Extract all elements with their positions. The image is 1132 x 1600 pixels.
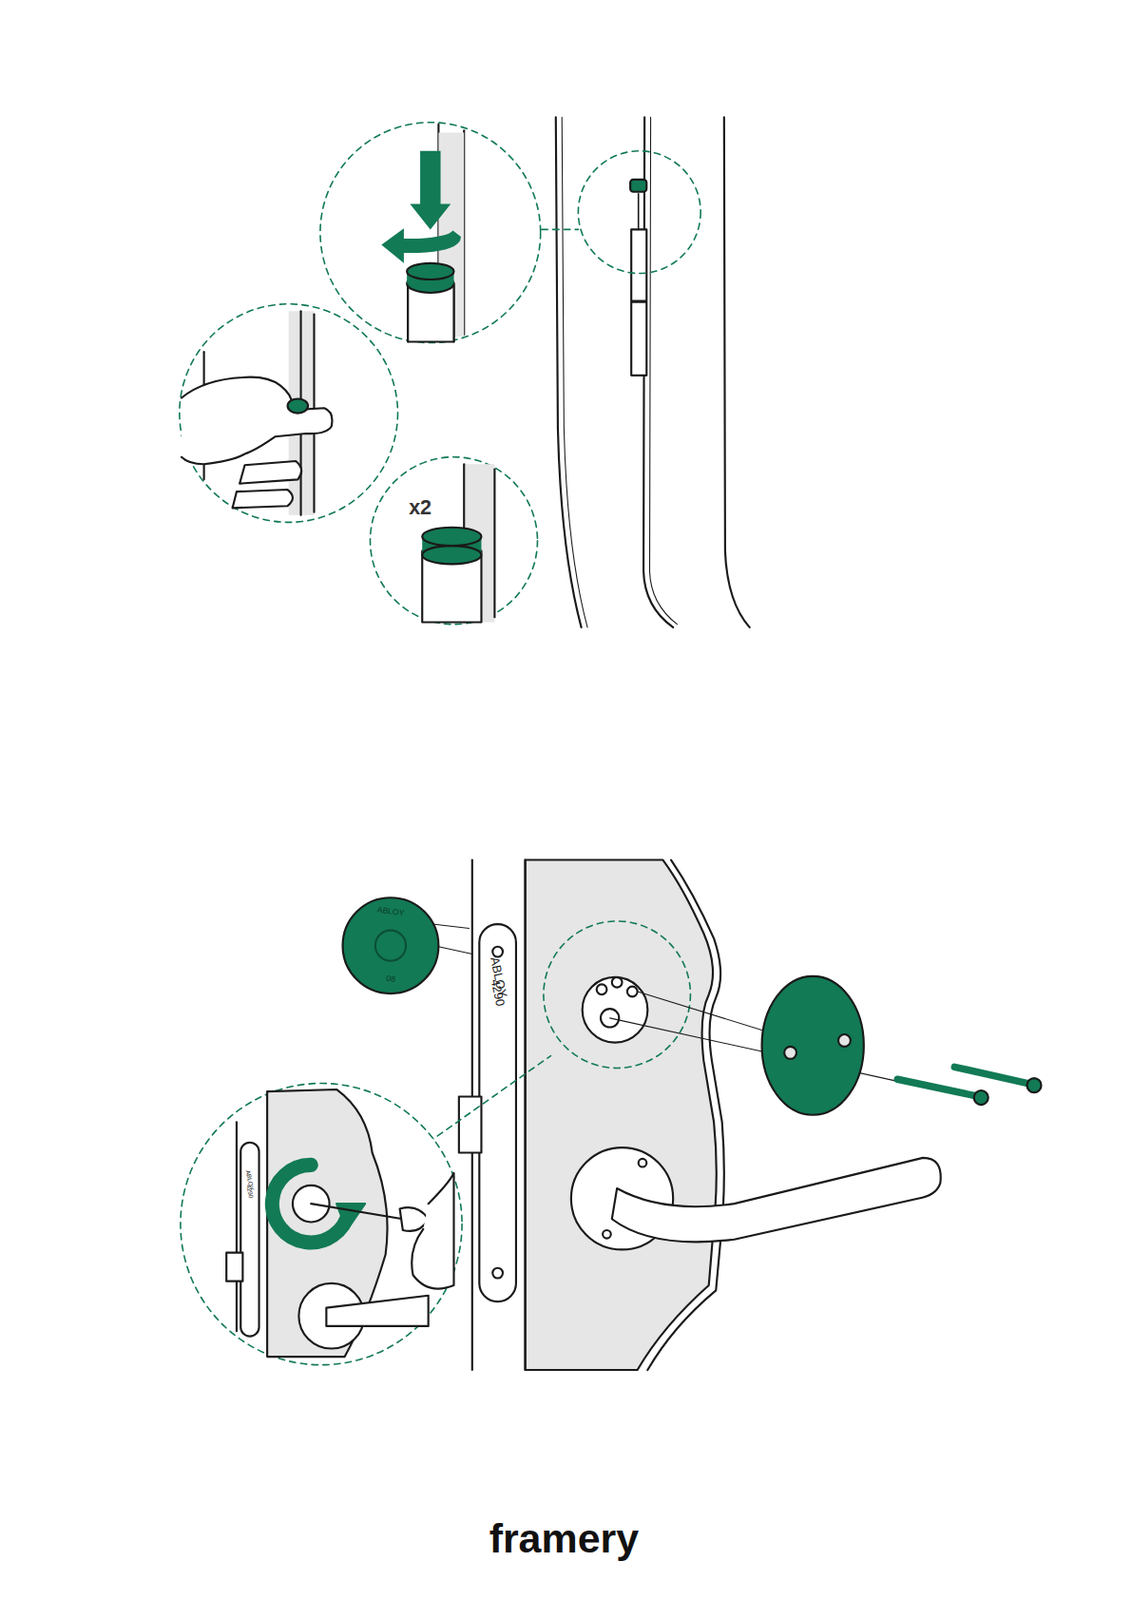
hinge [630, 179, 647, 376]
hand [181, 310, 332, 516]
hinge-cap [406, 263, 454, 280]
screw [897, 1078, 979, 1096]
hinge-cap [422, 545, 481, 564]
part-number: 08 [385, 974, 397, 984]
cover-disc [762, 976, 864, 1115]
cylinder-rosette [582, 977, 649, 1043]
disc-hole [784, 1046, 797, 1059]
hole [596, 983, 608, 995]
screw-head [492, 946, 503, 958]
hinge-knuckle [631, 302, 647, 376]
push-arrow [409, 151, 451, 231]
panel-edge [561, 116, 588, 627]
panel-edge [724, 116, 750, 627]
detail-circle [320, 122, 541, 344]
guide-line [438, 946, 471, 955]
handle-lever [326, 1295, 428, 1326]
screw [954, 1066, 1033, 1084]
disc-hole [375, 930, 406, 961]
hinge-cap [422, 527, 481, 546]
door-handle [571, 1147, 941, 1249]
detail-circle [180, 1083, 462, 1365]
hinge-knuckle [631, 229, 647, 301]
detail-circle [179, 304, 399, 523]
handle-lever [612, 1157, 941, 1243]
quantity-label: x2 [408, 497, 432, 518]
finger [239, 460, 302, 484]
finger [232, 489, 293, 508]
turn-arrow [381, 228, 461, 263]
latch-bolt [226, 1252, 243, 1282]
logo: framery [489, 1517, 639, 1559]
detail-circle [369, 457, 538, 625]
hand-outline [181, 377, 332, 465]
detail-circle [543, 920, 691, 1069]
hinge-pin [637, 193, 640, 231]
frame-line [493, 469, 496, 618]
screwdriver-shaft [310, 1203, 403, 1219]
panel-edge [556, 116, 582, 627]
hole [627, 986, 638, 998]
door-edge [235, 1121, 238, 1331]
strike-plate [240, 1142, 259, 1337]
detail-circle [577, 151, 701, 274]
detail-leader [541, 229, 579, 231]
disc-hole [838, 1034, 851, 1047]
door-edge [524, 860, 527, 1371]
screw-head [974, 1090, 989, 1105]
hinge-cap [630, 179, 647, 192]
wall-panel [556, 116, 750, 627]
hole [612, 977, 623, 988]
zoom-cap [422, 463, 495, 622]
latch-bolt [459, 1095, 482, 1152]
hand-outline [411, 1172, 454, 1289]
screw-head [1027, 1077, 1042, 1093]
screw-head [602, 1229, 612, 1239]
detail-leader [428, 1055, 552, 1143]
panel-edge [643, 116, 673, 627]
screw-head [638, 1158, 648, 1168]
panel-edge [650, 116, 678, 624]
screw-head [492, 1267, 503, 1279]
door-panel [525, 860, 717, 1371]
cover-disc [343, 897, 440, 994]
lock-cylinder [582, 977, 649, 1043]
hinge-cap [287, 399, 308, 414]
strike-plate [479, 923, 517, 1302]
